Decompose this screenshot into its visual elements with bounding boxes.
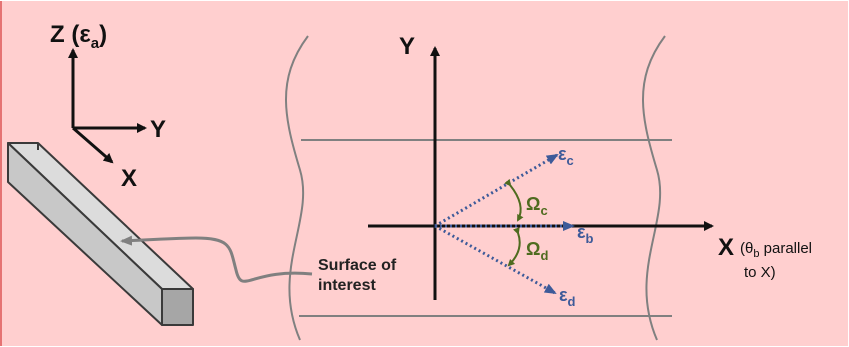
vector-d-label: εd [559,285,576,309]
angle-c-label: Ωc [526,194,548,218]
strain-vectors [434,153,575,295]
surface-label-line2: interest [318,277,376,294]
strip-right-break [642,35,666,341]
bar-3d [7,142,194,326]
vector-b-label: εb [577,222,594,246]
frame-x-axis [72,126,114,164]
surface-strip [285,35,672,341]
main-y-label: Y [399,33,415,60]
angle-arcs [504,178,524,267]
vector-c-arrow [434,153,559,228]
main-x-label: X(θb parallel [718,234,812,261]
main-x-note-line2: to X) [744,264,776,281]
vector-c-label: εc [558,144,574,168]
bar-end-face [161,288,194,326]
curved-pointer-arrow-icon [120,235,313,283]
strip-left-break [285,35,309,341]
angle-c-arc [504,178,524,222]
frame-y-label: Y [150,116,166,143]
frame-z-label: Z (εa) [50,21,107,52]
angle-d-label: Ωd [526,239,548,263]
reference-frame: Z (εa) Y X [50,21,166,192]
frame-x-label: X [121,165,137,192]
surface-label-line1: Surface of [318,257,397,274]
angle-d-arc [507,227,521,267]
